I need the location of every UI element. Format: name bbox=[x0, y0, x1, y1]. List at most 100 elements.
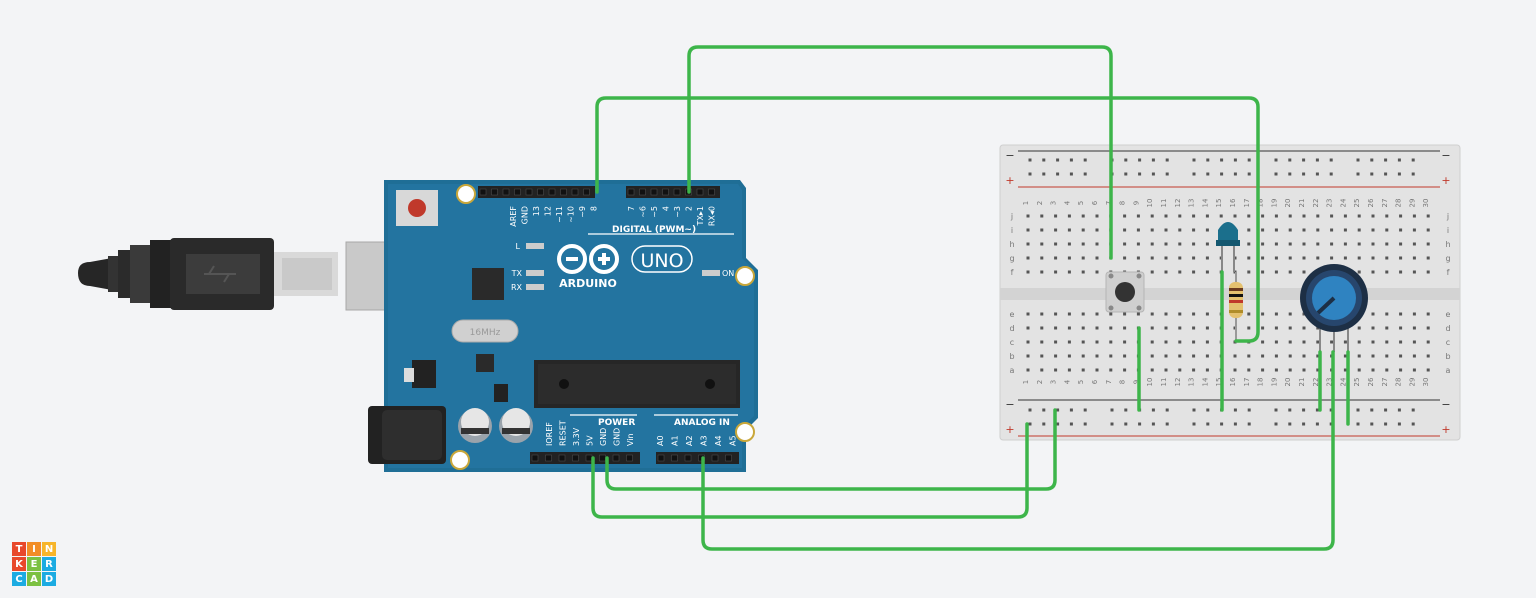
digital-header[interactable] bbox=[478, 186, 720, 198]
arduino-uno-board[interactable]: 16MHz L TX RX ON ARDUINO UNO bbox=[368, 180, 758, 472]
pin-label: 3.3V bbox=[572, 427, 581, 446]
svg-text:5: 5 bbox=[1077, 201, 1085, 205]
potentiometer[interactable] bbox=[1300, 264, 1368, 352]
led-on bbox=[702, 270, 720, 276]
svg-text:f: f bbox=[1011, 268, 1014, 277]
svg-text:28: 28 bbox=[1395, 199, 1403, 208]
svg-text:b: b bbox=[1445, 352, 1450, 361]
wire[interactable] bbox=[591, 422, 1029, 519]
svg-text:6: 6 bbox=[1091, 379, 1099, 384]
svg-text:17: 17 bbox=[1243, 378, 1251, 387]
power-header[interactable] bbox=[530, 452, 640, 464]
pin-label: 8 bbox=[590, 206, 599, 211]
pin-label: 13 bbox=[532, 206, 541, 216]
pushbutton[interactable] bbox=[1105, 271, 1145, 313]
pin-label: 2 bbox=[685, 206, 694, 211]
svg-text:1: 1 bbox=[1022, 201, 1030, 205]
svg-text:j: j bbox=[1446, 212, 1449, 221]
crystal-oscillator bbox=[451, 319, 519, 343]
svg-text:RX: RX bbox=[511, 283, 523, 292]
pin-label: ~10 bbox=[567, 206, 576, 223]
svg-text:1: 1 bbox=[1022, 380, 1030, 384]
pin-label: RX◂0 bbox=[708, 206, 717, 226]
pin-label: 4 bbox=[662, 206, 671, 211]
svg-text:21: 21 bbox=[1298, 199, 1306, 208]
pin-label: GND bbox=[599, 428, 608, 446]
led-tx bbox=[526, 270, 544, 276]
led-l bbox=[526, 243, 544, 249]
pin-label: A0 bbox=[656, 435, 665, 446]
svg-text:22: 22 bbox=[1312, 199, 1320, 208]
svg-text:27: 27 bbox=[1381, 199, 1389, 208]
logo-letter: D bbox=[42, 572, 56, 586]
svg-text:12: 12 bbox=[1174, 378, 1182, 387]
svg-text:h: h bbox=[1445, 240, 1450, 249]
svg-text:21: 21 bbox=[1298, 378, 1306, 387]
svg-text:13: 13 bbox=[1188, 378, 1196, 387]
svg-text:j: j bbox=[1010, 212, 1013, 221]
svg-text:9: 9 bbox=[1132, 201, 1140, 205]
digital-title: DIGITAL (PWM~) bbox=[612, 225, 696, 235]
svg-text:27: 27 bbox=[1381, 378, 1389, 387]
svg-text:13: 13 bbox=[1188, 199, 1196, 208]
svg-text:c: c bbox=[1446, 338, 1450, 347]
svg-text:h: h bbox=[1009, 240, 1014, 249]
svg-text:4: 4 bbox=[1063, 379, 1071, 384]
pin-label: 7 bbox=[627, 206, 636, 211]
svg-text:30: 30 bbox=[1422, 199, 1430, 208]
svg-text:15: 15 bbox=[1215, 378, 1223, 387]
svg-text:18: 18 bbox=[1257, 199, 1265, 208]
pin-label: IOREF bbox=[545, 422, 554, 446]
svg-text:4: 4 bbox=[1063, 200, 1071, 205]
power-title: POWER bbox=[598, 418, 635, 428]
svg-text:16: 16 bbox=[1229, 198, 1237, 207]
svg-text:−: − bbox=[1441, 149, 1450, 162]
arduino-infinity-logo bbox=[557, 244, 619, 274]
pin-label: A4 bbox=[714, 435, 723, 446]
svg-text:3: 3 bbox=[1050, 380, 1058, 384]
led[interactable] bbox=[1216, 222, 1240, 272]
wire[interactable] bbox=[605, 408, 1057, 491]
pin-label: ~5 bbox=[650, 206, 659, 218]
svg-text:8: 8 bbox=[1119, 380, 1127, 384]
wire[interactable] bbox=[595, 96, 1260, 343]
svg-text:12: 12 bbox=[1174, 199, 1182, 208]
analog-header[interactable] bbox=[656, 452, 739, 464]
svg-text:10: 10 bbox=[1146, 199, 1154, 208]
wires[interactable] bbox=[591, 45, 1350, 551]
pin-label: A5 bbox=[729, 435, 738, 446]
svg-text:5: 5 bbox=[1077, 380, 1085, 384]
svg-text:28: 28 bbox=[1395, 378, 1403, 387]
svg-text:6: 6 bbox=[1091, 200, 1099, 205]
svg-text:10: 10 bbox=[1146, 378, 1154, 387]
pin-label: ~3 bbox=[673, 206, 682, 218]
svg-text:g: g bbox=[1009, 254, 1014, 263]
pin-label: ~6 bbox=[639, 206, 648, 218]
svg-text:+: + bbox=[1005, 174, 1014, 187]
logo-letter: K bbox=[12, 557, 26, 571]
led-rx bbox=[526, 284, 544, 290]
svg-text:30: 30 bbox=[1422, 378, 1430, 387]
model-label: UNO bbox=[640, 250, 683, 272]
wire[interactable] bbox=[687, 45, 1113, 260]
svg-text:19: 19 bbox=[1270, 378, 1278, 387]
svg-text:e: e bbox=[1010, 310, 1015, 319]
svg-text:26: 26 bbox=[1367, 198, 1375, 207]
pin-label: A3 bbox=[700, 435, 709, 446]
pin-label: ~11 bbox=[555, 206, 564, 223]
pin-label: TX▸1 bbox=[696, 206, 705, 226]
pin-label: ~9 bbox=[578, 206, 587, 218]
pin-label: AREF bbox=[509, 206, 518, 227]
pin-label: Vin bbox=[626, 433, 635, 446]
resistor[interactable] bbox=[1229, 272, 1243, 340]
logo-letter: N bbox=[42, 542, 56, 556]
svg-text:−: − bbox=[1005, 398, 1014, 411]
svg-text:+: + bbox=[1441, 423, 1450, 436]
svg-text:11: 11 bbox=[1160, 378, 1168, 387]
wire[interactable] bbox=[701, 350, 1335, 551]
svg-text:b: b bbox=[1009, 352, 1014, 361]
pin-label: 5V bbox=[586, 435, 595, 446]
